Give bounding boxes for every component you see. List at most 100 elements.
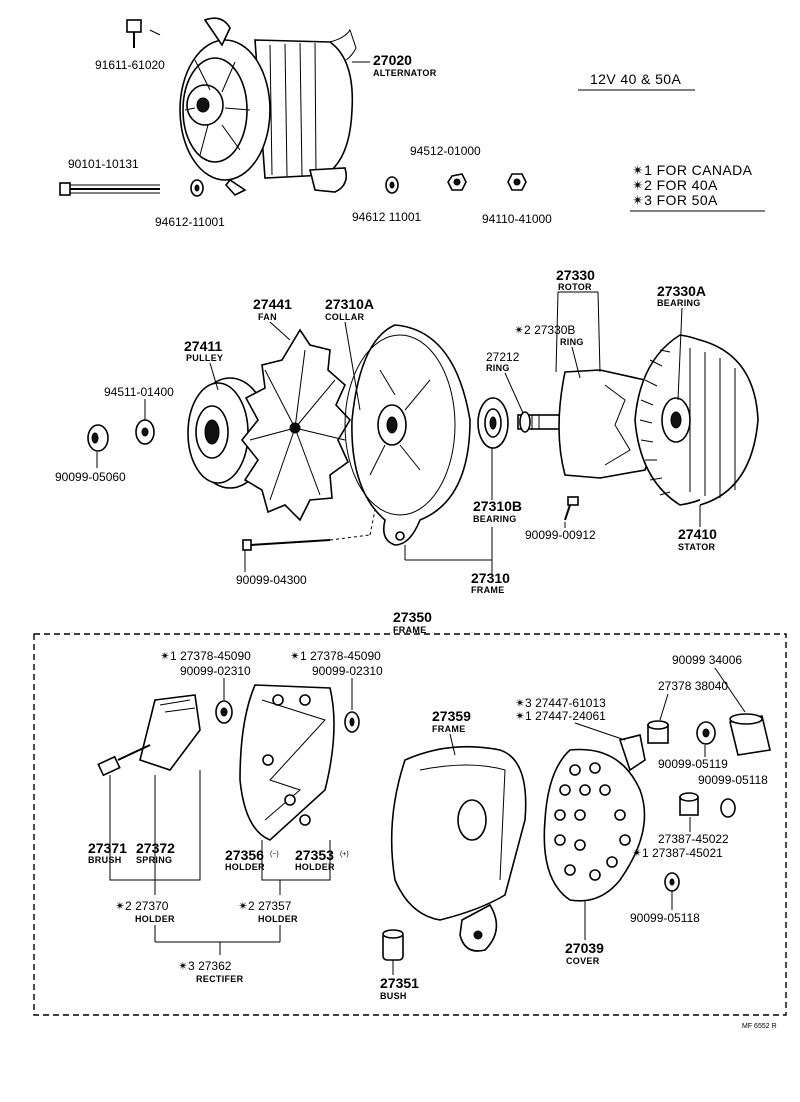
label-27310: 27310 xyxy=(471,570,510,586)
label-91611-61020: 91611-61020 xyxy=(95,58,165,72)
label-27362: ✴3 27362 xyxy=(178,959,232,973)
note-50a: ✴3 FOR 50A xyxy=(632,192,718,208)
label-90099-34006: 90099 34006 xyxy=(672,653,742,667)
label-frame-27350: FRAME xyxy=(393,625,427,635)
label-27447-61013: ✴3 27447-61013 xyxy=(515,696,606,710)
bearing-27330a-icon xyxy=(661,397,691,443)
label-27370: ✴2 27370 xyxy=(115,899,169,913)
washer-94511-icon xyxy=(135,419,155,445)
label-27330b: ✴2 27330B xyxy=(514,323,575,337)
rectifier-holder-illustration xyxy=(239,684,335,881)
label-27356: 27356 xyxy=(225,847,264,863)
note-canada: ✴1 FOR CANADA xyxy=(632,162,753,178)
label-fan: FAN xyxy=(258,312,277,322)
bushing-90099-05119-icon xyxy=(696,721,716,745)
washer-27378-right-icon xyxy=(344,711,360,733)
label-90099-05118-upper: 90099-05118 xyxy=(698,773,768,787)
label-bearing-27310b: BEARING xyxy=(473,514,517,524)
label-27371: 27371 xyxy=(88,840,127,856)
nut-94110-icon xyxy=(507,173,527,191)
label-27447-24061: ✴1 27447-24061 xyxy=(515,709,606,723)
label-27411: 27411 xyxy=(184,338,222,354)
nut-94512-icon xyxy=(447,173,467,191)
label-cover: COVER xyxy=(566,956,600,966)
label-90099-04300: 90099-04300 xyxy=(236,573,307,587)
washer-27378-left-icon xyxy=(215,700,233,724)
label-27357: ✴2 27357 xyxy=(238,899,292,913)
insulator-27378-38040-icon xyxy=(647,720,669,744)
label-stator: STATOR xyxy=(678,542,715,552)
label-spring: SPRING xyxy=(136,855,172,865)
screw-90099-00912-icon xyxy=(564,496,579,521)
label-94612-11001-right: 94612 11001 xyxy=(352,210,422,224)
label-27310b: 27310B xyxy=(473,498,522,514)
label-holder-27353: HOLDER xyxy=(295,862,335,872)
label-holder-27356: HOLDER xyxy=(225,862,265,872)
diagram-code: MF 6552 R xyxy=(742,1023,777,1030)
label-27441: 27441 xyxy=(253,296,292,312)
label-pulley: PULLEY xyxy=(186,353,223,363)
label-90099-05119: 90099-05119 xyxy=(658,757,728,771)
cover-27039-illustration xyxy=(543,734,646,902)
label-27378-38040: 27378 38040 xyxy=(658,679,728,693)
stator-27410-illustration xyxy=(634,334,759,506)
rectifier-group-boundary xyxy=(33,633,787,1016)
label-90099-05060: 90099-05060 xyxy=(55,470,126,484)
label-rotor: ROTOR xyxy=(558,282,592,292)
label-90099-02310-left: 90099-02310 xyxy=(180,664,251,678)
label-27378-45090-right: ✴1 27378-45090 xyxy=(290,649,381,663)
label-27212: 27212 xyxy=(486,350,520,364)
label-27378-45090-left: ✴1 27378-45090 xyxy=(160,649,251,663)
label-94110-41000: 94110-41000 xyxy=(482,212,552,226)
label-alternator: ALTERNATOR xyxy=(373,68,437,78)
label-27351: 27351 xyxy=(380,975,419,991)
label-bush: BUSH xyxy=(380,991,407,1001)
label-holder-27370: HOLDER xyxy=(135,914,175,924)
label-collar: COLLAR xyxy=(325,312,364,322)
bushing-90099-05118-upper-icon xyxy=(720,798,736,818)
cap-90099-34006-icon xyxy=(729,713,771,756)
label-27330: 27330 xyxy=(556,267,595,283)
label-94512-01000: 94512-01000 xyxy=(410,144,481,158)
brush-holder-illustration xyxy=(97,694,201,881)
label-27039: 27039 xyxy=(565,940,604,956)
label-90099-00912: 90099-00912 xyxy=(525,528,596,542)
label-27310a: 27310A xyxy=(325,296,374,312)
note-40a: ✴2 FOR 40A xyxy=(632,177,718,193)
label-frame-27310: FRAME xyxy=(471,585,505,595)
drive-end-frame-27310-illustration xyxy=(344,324,471,546)
nut-90099-05060-icon xyxy=(87,424,109,452)
washer-94612-right-icon xyxy=(385,176,399,194)
label-frame-27359: FRAME xyxy=(432,724,466,734)
label-minus: (−) xyxy=(270,851,279,858)
through-bolt-90101-icon xyxy=(59,182,160,196)
bearing-27310b-icon xyxy=(477,397,509,449)
washer-94612-left-icon xyxy=(190,179,204,197)
label-27372: 27372 xyxy=(136,840,175,856)
bolt-90099-04300-icon xyxy=(242,509,376,551)
label-ring-27330b: RING xyxy=(560,337,584,347)
label-rectifier: RECTIFER xyxy=(196,974,244,984)
label-brush: BRUSH xyxy=(88,855,122,865)
label-94511-01400: 94511-01400 xyxy=(104,385,174,399)
label-90101-10131: 90101-10131 xyxy=(68,157,139,171)
insulator-27387-icon xyxy=(679,792,699,816)
label-ring-27212: RING xyxy=(486,363,510,373)
label-bearing-27330a: BEARING xyxy=(657,298,701,308)
label-90099-05118-lower: 90099-05118 xyxy=(630,911,700,925)
label-27359: 27359 xyxy=(432,708,471,724)
label-27387-45021: ✴1 27387-45021 xyxy=(632,846,723,860)
rear-frame-27359-illustration xyxy=(390,745,527,952)
label-27410: 27410 xyxy=(678,526,717,542)
pulley-27411-illustration xyxy=(187,377,269,489)
bush-27351-icon xyxy=(382,929,404,961)
label-94612-11001-left: 94612-11001 xyxy=(155,215,225,229)
label-90099-02310-right: 90099-02310 xyxy=(312,664,383,678)
spec-text: 12V 40 & 50A xyxy=(590,71,681,87)
fan-27441-illustration xyxy=(240,328,351,522)
alternator-assembly-illustration xyxy=(179,17,357,196)
label-plus: (+) xyxy=(340,851,349,858)
label-27330a: 27330A xyxy=(657,283,706,299)
label-27387-45022: 27387-45022 xyxy=(658,832,729,846)
